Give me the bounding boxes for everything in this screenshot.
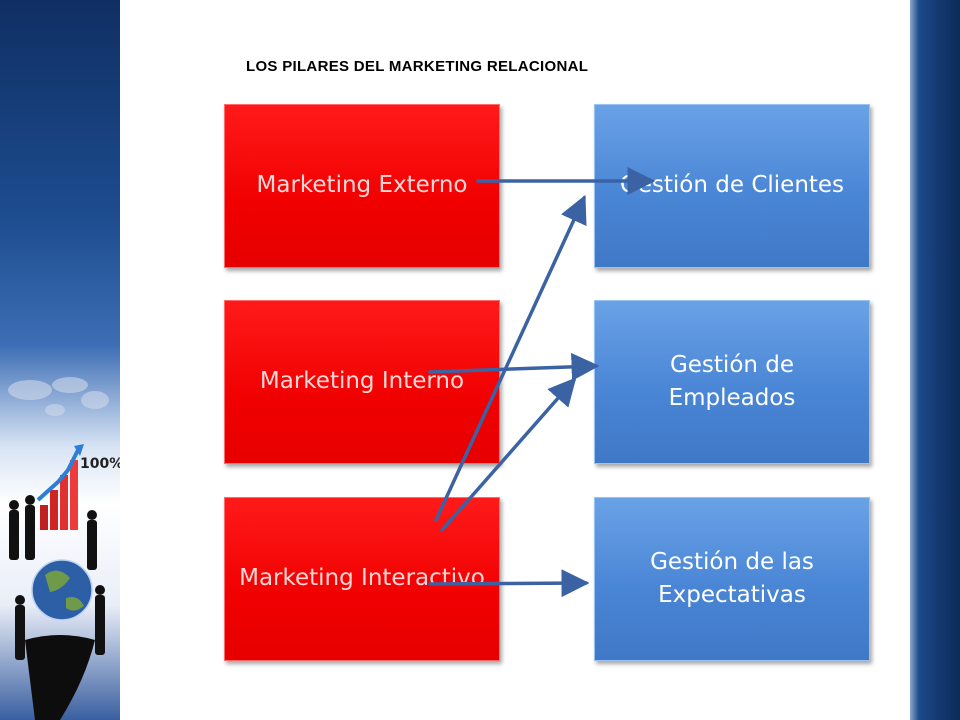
globe-graphic (31, 559, 93, 621)
business-illustration: 100% (8, 377, 120, 720)
slide-title: LOS PILARES DEL MARKETING RELACIONAL (246, 58, 589, 75)
box-gestion-clientes: Gestión de Clientes (594, 104, 870, 268)
growth-chart-graphic (36, 444, 84, 530)
box-marketing-externo: Marketing Externo (224, 104, 500, 268)
decorative-side-panel: 100% (0, 0, 120, 720)
world-map-graphic (8, 377, 109, 416)
box-gestion-expectativas: Gestión de las Expectativas (594, 497, 870, 661)
box-gestion-empleados: Gestión de Empleados (594, 300, 870, 464)
percent-badge: 100% (80, 456, 120, 472)
hand-graphic (25, 635, 95, 720)
decorative-side-bar (910, 0, 960, 720)
box-marketing-interactivo: Marketing Interactivo (224, 497, 500, 661)
people-silhouettes (9, 495, 105, 660)
box-marketing-interno: Marketing Interno (224, 300, 500, 464)
